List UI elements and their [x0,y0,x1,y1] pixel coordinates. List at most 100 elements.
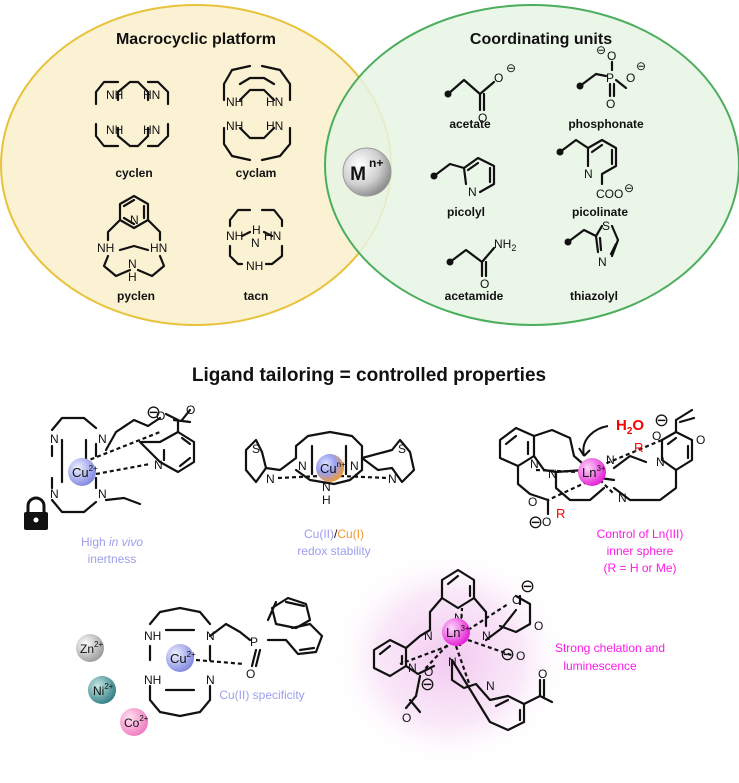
cyclen-nh-1: NH [106,88,123,102]
tacn-n: N [251,236,260,250]
cu-inert-minus: ⊖ [146,402,161,422]
acetate-label: acetate [449,117,491,131]
ln-lum-n-4: N [408,661,417,675]
ln-inner-n-5: N [656,455,665,469]
coordinating-units-title: Coordinating units [470,31,612,48]
metal-symbol: M [350,164,366,185]
metal-ion: M n+ [342,147,392,197]
cu-specific-p: P [250,635,258,649]
ln-inner-n-4: N [618,491,627,505]
ln-lum-minus-1: ⊖ [520,576,535,596]
acetate-structure: O O ⊖ acetate [444,61,516,131]
ln-inner-minus-2: ⊖ [528,512,543,532]
thiazolyl-s: S [602,219,610,233]
cu-redox-n-3: N [350,459,359,473]
ln-lum-n-1: N [454,611,463,625]
venn-diagram: Macrocyclic platform Coordinating units … [0,4,739,326]
cyclen-hn-2: HN [143,123,160,137]
phosphonate-minus1: ⊖ [596,43,606,57]
ln-lum-metal: Ln [446,625,460,640]
svg-text:M: M [350,164,366,185]
ln-lum-o-5: O [424,665,433,679]
svg-text:Ln3+: Ln3+ [446,624,470,640]
ln-inner-charge: 3+ [596,464,605,473]
zn-charge: 2+ [94,640,103,649]
ln-inner-o-1: O [652,429,661,443]
pyclen-n-h: N [128,257,137,271]
r-group-1: R [634,440,643,455]
ln-lum-minus-2: ⊖ [500,644,515,664]
acetate-minus: ⊖ [506,61,516,75]
ln-lum-minus-3: ⊖ [420,674,435,694]
pyclen-label: pyclen [117,289,155,303]
ln-lum-n-2: N [424,629,433,643]
cu-specific-nh-2: NH [144,673,161,687]
svg-text:Cun+: Cun+ [320,460,346,476]
co-ion: Co2+ [120,708,149,736]
lock-icon [24,496,48,530]
cu-inert-caption-1: High in vivo [81,535,143,549]
cu-specific-metal: Cu [170,651,187,666]
cyclen-nh-2: NH [106,123,123,137]
svg-text:Zn2+: Zn2+ [80,640,103,656]
pyclen-structure: N NH HN N H pyclen [97,194,167,303]
cu-redox-metal: Cu [320,461,337,476]
tacn-structure: NH HN H N NH tacn [226,208,284,303]
acetate-o2: O [494,71,503,85]
ln-inner-complex: N N N N N O O O O ⊖ ⊖ Ln3+ H2O R R Contr… [498,408,705,575]
cu-inert-caption-2: inertness [88,552,137,566]
water-label: H2O [616,417,644,437]
picolyl-label: picolyl [447,205,485,219]
picolyl-n: N [468,185,477,199]
picolinate-n: N [584,167,593,181]
ln-lum-n-3: N [482,629,491,643]
cu-redox-h: H [322,493,331,507]
ln-inner-caption-2: inner sphere [607,544,674,558]
phosphonate-o3: O [606,97,615,111]
svg-text:Ln3+: Ln3+ [582,464,606,480]
macrocycle-title: Macrocyclic platform [116,31,276,48]
pyclen-hn-1: HN [150,241,167,255]
r-group-2: R [556,506,565,521]
cu-specific-complex: NH NH N N P O Cu2+ Cu(II) specificity Zn… [76,596,324,736]
picolinate-coo: COO [596,187,623,201]
cu-specific-charge: 2+ [187,650,196,659]
svg-text:Cu2+: Cu2+ [72,464,98,480]
tacn-nh-2: NH [246,259,263,273]
cu-specific-n-1: N [206,629,215,643]
cu-redox-charge: n+ [337,460,346,469]
svg-text:Co2+: Co2+ [124,714,149,730]
ln-lum-complex: N N N N N N O O O O O O ⊖ ⊖ ⊖ Ln3+ Stron… [330,548,665,768]
ln-lum-o-1: O [512,593,521,607]
coordinating-units-circle [324,4,739,326]
cyclam-label: cyclam [236,166,277,180]
metal-charge: n+ [369,156,383,170]
cyclen-hn-1: HN [143,88,160,102]
ln-lum-o-6: O [402,711,411,725]
picolinate-minus: ⊖ [624,181,634,195]
ln-lum-n-6: N [486,679,495,693]
ln-lum-o-3: O [516,649,525,663]
ln-inner-o-3: O [528,495,537,509]
zn-symbol: Zn [80,642,94,656]
cyclam-hn-2: HN [266,119,283,133]
cyclam-nh-2: NH [226,119,243,133]
section-title: Ligand tailoring = controlled properties [192,365,546,386]
cu-inert-n-1: N [50,432,59,446]
ln-inner-o-2: O [696,433,705,447]
tacn-hn-1: HN [264,229,281,243]
tacn-nh-1: NH [226,229,243,243]
cu-inert-metal: Cu [72,465,89,480]
phosphonate-o2: O [626,71,635,85]
cu-inert-pyr-n: N [154,458,163,472]
cu-inert-o-2: O [186,403,195,417]
acetamide-nh: NH [494,237,511,251]
cyclam-nh-1: NH [226,95,243,109]
tacn-h: H [252,223,261,237]
ln-inner-caption-1: Control of Ln(III) [597,527,684,541]
thiazolyl-label: thiazolyl [570,289,618,303]
co-charge: 2+ [139,714,148,723]
phosphonate-label: phosphonate [568,117,644,131]
